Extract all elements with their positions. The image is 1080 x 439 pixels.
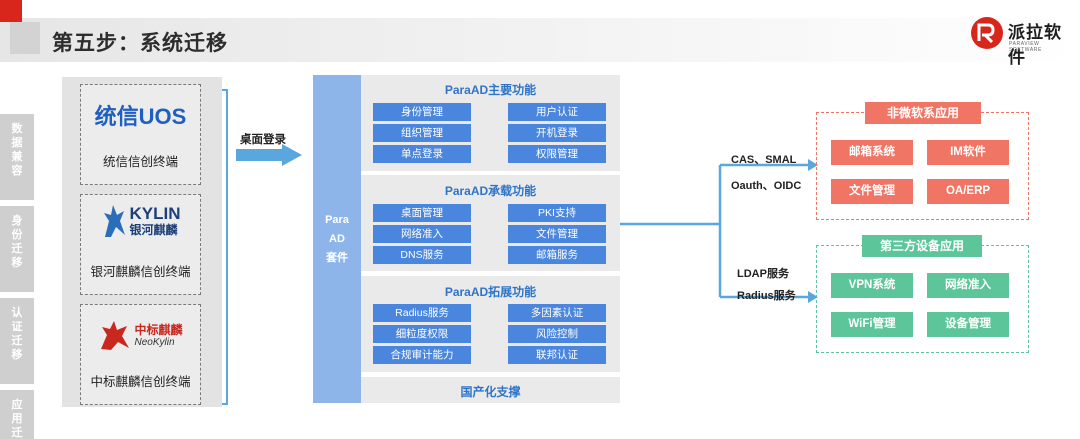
feature-permission-mgmt[interactable]: 权限管理 bbox=[508, 145, 606, 163]
group-title: 非微软系应用 bbox=[865, 102, 981, 124]
nav-tab-label: 身份迁移 bbox=[11, 215, 23, 269]
app-im-software[interactable]: IM软件 bbox=[927, 140, 1009, 165]
feature-compliance-audit[interactable]: 合规审计能力 bbox=[373, 346, 471, 364]
feature-identity-mgmt[interactable]: 身份管理 bbox=[373, 103, 471, 121]
nav-tab-data-compat[interactable]: 数据兼容 bbox=[0, 114, 34, 200]
neokylin-logo-text: 中标麒麟 bbox=[134, 323, 183, 337]
feature-risk-control[interactable]: 风险控制 bbox=[508, 325, 606, 343]
client-uos: 统信UOS 统信信创终端 bbox=[80, 84, 201, 185]
app-oa-erp[interactable]: OA/ERP bbox=[927, 179, 1009, 204]
nav-tab-label: 数据兼容 bbox=[11, 123, 23, 177]
feature-user-auth[interactable]: 用户认证 bbox=[508, 103, 606, 121]
app-network-access[interactable]: 网络准入 bbox=[927, 273, 1009, 298]
nav-tab-label: 应用迁移 bbox=[11, 399, 23, 439]
logo-text: 派拉软件 bbox=[1008, 23, 1062, 67]
paraad-suite-bar bbox=[313, 75, 361, 403]
protocol-label-radius: Radius服务 bbox=[737, 290, 796, 302]
feature-dns-service[interactable]: DNS服务 bbox=[373, 246, 471, 264]
feature-desktop-mgmt[interactable]: 桌面管理 bbox=[373, 204, 471, 222]
section-localization-support bbox=[361, 377, 620, 403]
client-kylin: KYLIN 银河麒麟 银河麒麟信创终端 bbox=[80, 194, 201, 295]
protocol-connector bbox=[620, 159, 818, 303]
localization-support-label: 国产化支撑 bbox=[460, 385, 521, 399]
uos-logo-text: 统信UOS bbox=[94, 104, 187, 129]
nav-tab-app-migration[interactable]: 应用迁移 bbox=[0, 390, 34, 439]
protocol-label-oauth: Oauth、OIDC bbox=[731, 180, 802, 192]
para-line: 套件 bbox=[326, 252, 348, 264]
feature-mfa[interactable]: 多因素认证 bbox=[508, 304, 606, 322]
client-bracket bbox=[222, 89, 228, 405]
feature-file-mgmt[interactable]: 文件管理 bbox=[508, 225, 606, 243]
nav-tab-label: 认证迁移 bbox=[11, 307, 23, 361]
app-wifi-mgmt[interactable]: WiFi管理 bbox=[831, 312, 913, 337]
app-device-mgmt[interactable]: 设备管理 bbox=[927, 312, 1009, 337]
section-title: ParaAD拓展功能 bbox=[444, 285, 537, 299]
desktop-login-label: 桌面登录 bbox=[240, 134, 286, 146]
feature-sso[interactable]: 单点登录 bbox=[373, 145, 471, 163]
nav-tab-auth-migration[interactable]: 认证迁移 bbox=[0, 298, 34, 384]
kylin-logo-text: KYLIN bbox=[129, 204, 181, 223]
feature-pki-support[interactable]: PKI支持 bbox=[508, 204, 606, 222]
page-title: 第五步：系统迁移 bbox=[52, 32, 228, 55]
client-label: 银河麒麟信创终端 bbox=[90, 265, 191, 279]
protocol-label-cas: CAS、SMAL bbox=[731, 154, 797, 166]
para-line: Para bbox=[325, 214, 349, 226]
client-neokylin: 中标麒麟 NeoKylin 中标麒麟信创终端 bbox=[80, 304, 201, 405]
paraview-logo-icon bbox=[971, 17, 1003, 49]
app-file-mgmt[interactable]: 文件管理 bbox=[831, 179, 913, 204]
feature-org-mgmt[interactable]: 组织管理 bbox=[373, 124, 471, 142]
logo-subtext: PARAVIEW SOFTWARE bbox=[1009, 41, 1042, 53]
feature-network-access[interactable]: 网络准入 bbox=[373, 225, 471, 243]
neokylin-logo: 中标麒麟 NeoKylin bbox=[81, 319, 200, 353]
kylin-logo: KYLIN 银河麒麟 bbox=[81, 201, 200, 241]
protocol-label-ldap: LDAP服务 bbox=[737, 268, 789, 280]
paraad-suite-label: Para AD 套件 bbox=[313, 211, 361, 268]
section-title: ParaAD主要功能 bbox=[444, 83, 537, 97]
brand-logo: 派拉软件 PARAVIEW SOFTWARE bbox=[970, 14, 1074, 67]
feature-federated-auth[interactable]: 联邦认证 bbox=[508, 346, 606, 364]
corner-accent-gray bbox=[10, 22, 40, 54]
kylin-mascot-icon bbox=[103, 205, 125, 237]
feature-radius-service[interactable]: Radius服务 bbox=[373, 304, 471, 322]
title-band bbox=[0, 18, 1080, 62]
corner-accent-red bbox=[0, 0, 22, 22]
desktop-login-arrow-icon bbox=[236, 144, 302, 166]
uos-logo: 统信UOS bbox=[81, 99, 200, 131]
app-mail-system[interactable]: 邮箱系统 bbox=[831, 140, 913, 165]
client-label: 统信信创终端 bbox=[102, 155, 178, 169]
neokylin-logo-en: NeoKylin bbox=[134, 337, 175, 348]
feature-fine-grained-perm[interactable]: 细粒度权限 bbox=[373, 325, 471, 343]
neokylin-mascot-icon bbox=[101, 321, 130, 350]
para-line: AD bbox=[329, 233, 345, 245]
section-title: ParaAD承载功能 bbox=[444, 184, 537, 198]
feature-boot-login[interactable]: 开机登录 bbox=[508, 124, 606, 142]
nav-tab-identity-migration[interactable]: 身份迁移 bbox=[0, 206, 34, 292]
feature-mail-service[interactable]: 邮箱服务 bbox=[508, 246, 606, 264]
kylin-logo-cn: 银河麒麟 bbox=[129, 223, 178, 237]
client-label: 中标麒麟信创终端 bbox=[90, 375, 191, 389]
group-title: 第三方设备应用 bbox=[862, 235, 982, 257]
app-vpn-system[interactable]: VPN系统 bbox=[831, 273, 913, 298]
